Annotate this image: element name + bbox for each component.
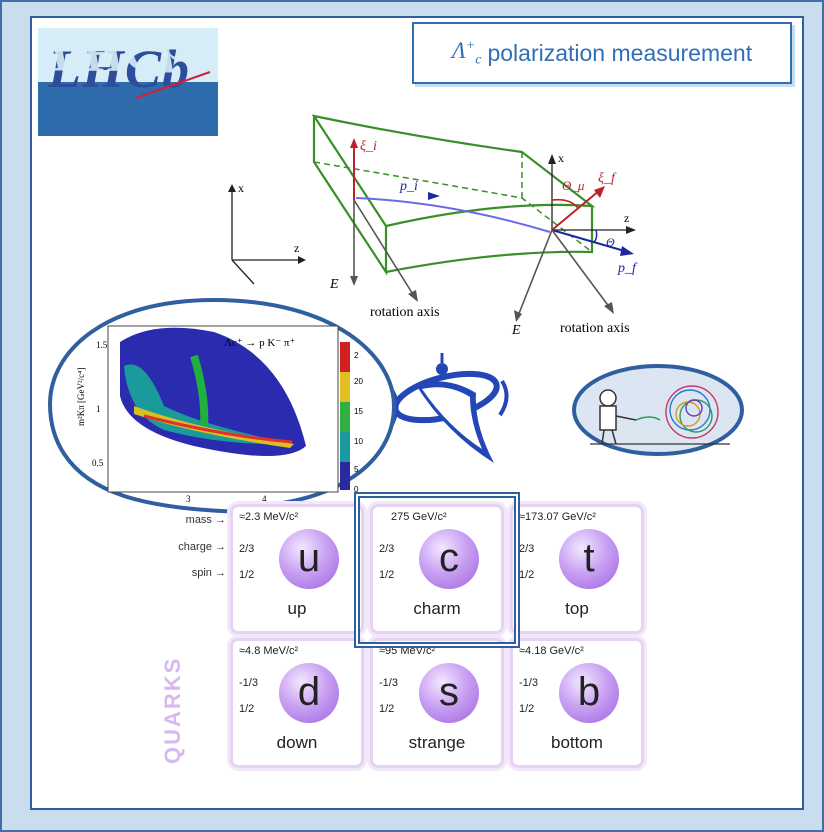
right-x-label: x (558, 151, 564, 165)
cbar-tick-1: 2 (354, 351, 359, 360)
cbar-tick-2: 20 (354, 377, 363, 386)
quark-name: up (287, 599, 307, 618)
theta-label: Θ (606, 235, 615, 249)
dalitz-ytick-2: 1 (96, 404, 101, 414)
quark-charge: -1/3 (519, 677, 538, 689)
xi-i-label: ξ_i (360, 139, 377, 154)
quark-card-bottom: ≈4.18 GeV/c² -1/3 1/2 b bottom (510, 638, 644, 768)
p-f-label: p_f (617, 261, 638, 276)
quark-spin: 1/2 (519, 703, 535, 715)
dalitz-ytick-3: 0.5 (92, 458, 104, 468)
quark-charge: -1/3 (239, 677, 258, 689)
title-box: Λ+c polarization measurement (412, 22, 792, 84)
dalitz-xtick-2: 4 (262, 494, 267, 504)
quark-charge: 2/3 (519, 543, 535, 555)
lab-x-label: x (238, 181, 244, 195)
cbar-tick-4: 10 (354, 437, 363, 446)
cbar-tick-5: 5 (354, 465, 359, 474)
e-right-label: E (511, 323, 521, 338)
quark-spin: 1/2 (379, 703, 395, 715)
quark-symbol: c (419, 529, 479, 589)
quark-card-down: ≈4.8 MeV/c² -1/3 1/2 d down (230, 638, 364, 768)
dalitz-ytick-1: 1.5 (96, 340, 108, 350)
quark-mass: ≈173.07 GeV/c² (519, 511, 596, 523)
quark-mass: ≈4.8 MeV/c² (239, 645, 299, 657)
rotation-axis-left-label: rotation axis (370, 305, 440, 320)
lab-axes: x z (228, 181, 306, 285)
quark-card-up: ≈2.3 MeV/c² 2/3 1/2 u up (230, 504, 364, 634)
dalitz-y-label: m²Kπ [GeV²/c⁴] (76, 368, 86, 426)
quark-charge: -1/3 (379, 677, 398, 689)
lab-z-label: z (294, 241, 299, 255)
quark-symbol: b (559, 663, 619, 723)
quark-symbol: t (559, 529, 619, 589)
quark-name: down (276, 733, 318, 752)
dalitz-bubble: Λc⁺ → p K⁻ π⁺ m²Kπ [GeV²/c⁴] [GeV²/c⁴] 1… (47, 297, 397, 544)
quark-card-charm: 275 GeV/c² 2/3 1/2 c charm (370, 504, 504, 634)
theta-mu-label: Θ_μ (562, 178, 585, 193)
quark-card-strange: ≈95 MeV/c² -1/3 1/2 s strange (370, 638, 504, 768)
xi-f-label: ξ_f (598, 171, 617, 186)
bent-crystal-diagram: ξ_i p_i E rotation axis x z ξ_f Θ_μ p_f … (311, 114, 638, 338)
cbar-tick-6: 0 (354, 485, 359, 494)
quark-name: top (565, 599, 589, 618)
quark-charge: 2/3 (239, 543, 255, 555)
dalitz-decay-label: Λc⁺ → p K⁻ π⁺ (224, 337, 295, 349)
dalitz-xtick-1: 3 (186, 494, 191, 504)
lhcb-logo: LHCb LHCb (38, 28, 218, 136)
right-z-label: z (624, 211, 629, 225)
e-left-label: E (329, 277, 339, 292)
quark-symbol: s (419, 663, 479, 723)
logo-light-band (38, 28, 218, 82)
quark-spin: 1/2 (519, 569, 535, 581)
scientist-oval (572, 364, 744, 456)
logo-track-line (135, 71, 211, 99)
quark-name: charm (413, 599, 461, 618)
quark-charge: 2/3 (379, 543, 395, 555)
quark-mass: ≈2.3 MeV/c² (239, 511, 299, 523)
row-label-mass: mass → (185, 514, 226, 526)
quark-name: strange (408, 733, 466, 752)
row-label-charge: charge → (178, 541, 226, 553)
quark-spin: 1/2 (239, 703, 255, 715)
quark-symbol: d (279, 663, 339, 723)
title-symbol: Λ+c (451, 37, 482, 68)
quark-mass: 275 GeV/c² (391, 511, 447, 523)
quark-spin: 1/2 (239, 569, 255, 581)
quark-symbol: u (279, 529, 339, 589)
quark-mass: ≈95 MeV/c² (379, 645, 436, 657)
quarks-label: QUARKS (160, 656, 185, 764)
quark-spin: 1/2 (379, 569, 395, 581)
rotation-axis-right-label: rotation axis (560, 321, 630, 336)
quark-mass: ≈4.18 GeV/c² (519, 645, 584, 657)
cbar-tick-3: 15 (354, 407, 363, 416)
row-label-spin: spin → (191, 567, 226, 579)
title-text: polarization measurement (487, 39, 753, 66)
logo-text: LHCb (48, 39, 191, 99)
quark-card-top: ≈173.07 GeV/c² 2/3 1/2 t top (510, 504, 644, 634)
charm-highlight-frame (356, 494, 518, 646)
quark-name: bottom (551, 733, 603, 752)
p-i-label: p_i (399, 179, 418, 194)
